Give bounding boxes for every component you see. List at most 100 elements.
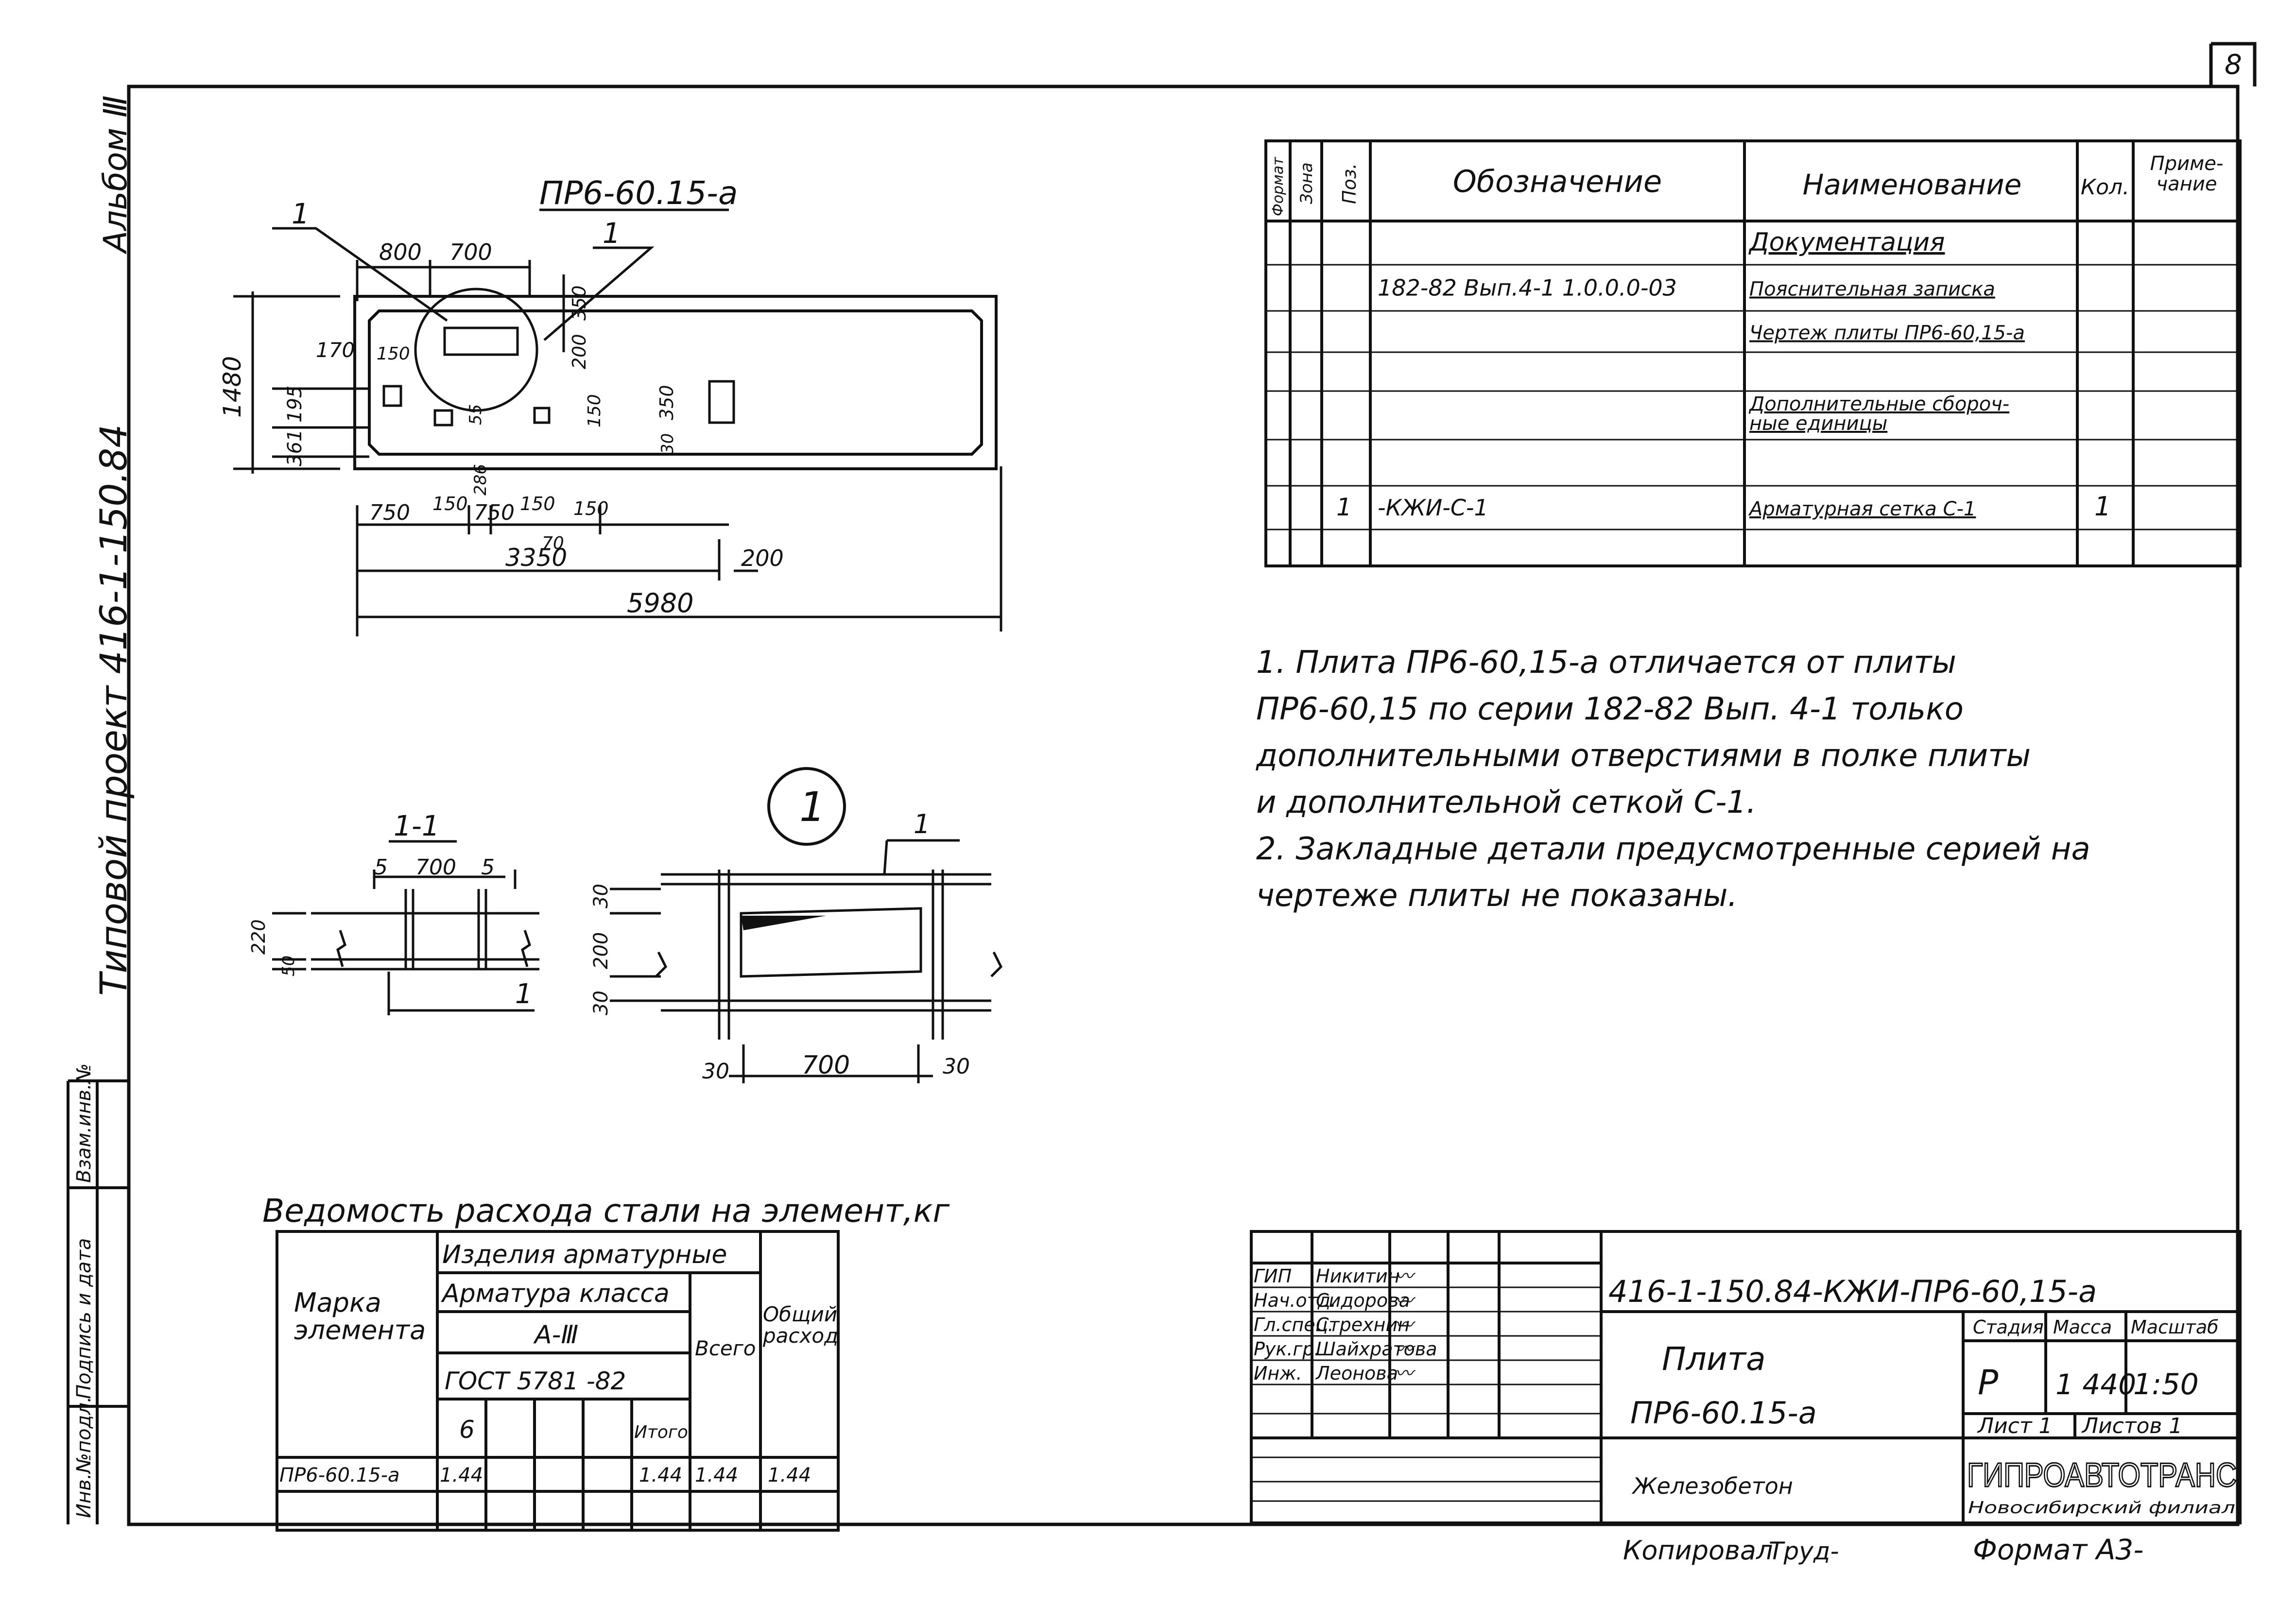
steel-h-class: Арматура класса <box>441 1279 670 1308</box>
project-label: Типовой проект 416-1-150.84 <box>92 424 135 996</box>
spec-h-format: Формат <box>1270 156 1287 216</box>
side-stamp: Альбом Ⅲ Типовой проект 416-1-150.84 Инв… <box>67 95 135 1524</box>
tb-h-mass: Масса <box>2053 1316 2112 1338</box>
dim-350: 350 <box>569 285 590 321</box>
tb-name-1: Плита <box>1662 1340 1766 1378</box>
dim-361: 361 <box>284 429 306 466</box>
tb-sheets: Листов 1 <box>2081 1414 2182 1438</box>
spec-row-name: Пояснительная записка <box>1749 278 1995 301</box>
tb-org-sub: Новосибирский филиал <box>1968 1498 2235 1518</box>
dim-286: 286 <box>471 464 490 495</box>
steel-h-products: Изделия арматурные <box>442 1240 727 1269</box>
tb-role: Рук.гр. <box>1254 1338 1320 1360</box>
dim-350-mid: 350 <box>656 385 677 420</box>
note-line: 2. Закладные детали предусмотренные сери… <box>1256 831 2090 867</box>
tb-code: 416-1-150.84-КЖИ-ПР6-60,15-а <box>1608 1274 2097 1309</box>
tb-role: Гл.спец. <box>1254 1314 1334 1335</box>
spec-h-qty: Кол. <box>2081 175 2129 200</box>
note-line: 1. Плита ПР6-60,15-а отличается от плиты <box>1256 645 1956 681</box>
note-line: ПР6-60,15 по серии 182-82 Вып. 4-1 тольк… <box>1256 691 1964 727</box>
spec-row-name: Чертеж плиты ПР6-60,15-а <box>1749 322 2025 344</box>
tb-h-stage: Стадия <box>1973 1316 2044 1338</box>
dim-55: 55 <box>466 404 485 425</box>
stamp-cell-inv: Инв.№подл. <box>73 1396 95 1518</box>
tb-signature: 〰 <box>1395 1363 1416 1384</box>
spec-h-note: Приме-чание <box>2150 153 2224 195</box>
tb-person-name: Шайхратова <box>1316 1338 1437 1360</box>
dim-750b: 750 <box>474 500 515 525</box>
tb-material: Железобетон <box>1631 1473 1793 1499</box>
tb-signature: 〰 <box>1395 1338 1416 1360</box>
dim-200: 200 <box>569 334 590 369</box>
spec-row-qty: 1 <box>2094 491 2111 522</box>
steel-row-total: 1.44 <box>695 1464 738 1486</box>
spec-row-name: Дополнительные сбороч-ные единицы <box>1748 393 2009 435</box>
tb-name-2: ПР6-60.15-а <box>1630 1395 1817 1431</box>
steel-h-gost: ГОСТ 5781 -82 <box>445 1367 626 1395</box>
steel-h-6: 6 <box>459 1416 475 1444</box>
spec-row-designation: -КЖИ-С-1 <box>1378 495 1488 521</box>
sheet-number: 8 <box>2225 49 2242 81</box>
tb-mass: 1 440 <box>2055 1368 2136 1401</box>
det-dim-30-right: 30 <box>943 1054 970 1079</box>
tb-signature: 〰 <box>1395 1314 1416 1335</box>
album-label: Альбом Ⅲ <box>97 95 134 255</box>
dim-150a: 150 <box>432 493 468 514</box>
detail-view: 1 1 30 200 30 30 700 30 <box>590 767 1003 1084</box>
dim-3350: 3350 <box>505 544 567 572</box>
dim-170: 170 <box>316 338 355 362</box>
sec-dim-5b: 5 <box>481 855 495 880</box>
tb-person-name: Сидорова <box>1316 1290 1410 1311</box>
tb-signature: 〰 <box>1395 1290 1416 1311</box>
tb-sheet: Лист 1 <box>1977 1414 2052 1438</box>
tb-h-scale: Масштаб <box>2131 1316 2219 1338</box>
note-line: и дополнительной сеткой С-1. <box>1256 785 1756 820</box>
steel-title: Ведомость расхода стали на элемент,кг <box>262 1192 949 1230</box>
dim-1480: 1480 <box>218 356 246 418</box>
dim-800: 800 <box>379 239 422 265</box>
tb-role: ГИП <box>1254 1265 1292 1287</box>
dim-200-b: 200 <box>741 545 784 571</box>
stamp-cell-sign: Подпись и дата <box>73 1238 95 1399</box>
dim-195: 195 <box>284 386 306 423</box>
spec-row-name: Документация <box>1748 228 1945 257</box>
tb-stage: Р <box>1978 1363 1999 1402</box>
sec-dim-50: 50 <box>279 956 298 976</box>
tb-role: Инж. <box>1254 1363 1302 1384</box>
format-label: Формат А3- <box>1973 1533 2143 1566</box>
spec-h-zone: Зона <box>1297 162 1316 204</box>
tb-person-name: Леонова <box>1315 1363 1398 1384</box>
tb-role: Нач.отд. <box>1254 1290 1336 1311</box>
steel-row-itogo: 1.44 <box>639 1464 682 1486</box>
steel-h-itogo: Итого <box>634 1422 688 1442</box>
spec-row-name: Арматурная сетка С-1 <box>1748 498 1976 520</box>
section-view: 1-1 5 700 5 220 50 1 <box>248 809 539 1015</box>
sec-dim-5a: 5 <box>374 855 388 880</box>
steel-row-overall: 1.44 <box>768 1464 811 1486</box>
note-line: дополнительными отверстиями в полке плит… <box>1256 738 2031 774</box>
det-dim-200: 200 <box>590 932 612 969</box>
tb-person-name: Стрехнин <box>1316 1314 1410 1335</box>
detail-marker: 1 <box>799 783 825 831</box>
plan-title: ПР6-60.15-а <box>539 174 738 212</box>
dim-150-mid: 150 <box>585 394 604 427</box>
plan-leader-1a: 1 <box>292 197 310 230</box>
steel-h-total: Всего <box>695 1336 756 1360</box>
sec-leader-1: 1 <box>515 978 533 1010</box>
det-dim-30-bot: 30 <box>590 991 612 1015</box>
sheet-frame <box>127 42 2257 1526</box>
dim-5980: 5980 <box>627 588 693 618</box>
dim-30-mid: 30 <box>658 433 677 454</box>
det-dim-30-top: 30 <box>590 884 612 908</box>
spec-row-designation: 182-82 Вып.4-1 1.0.0.0-03 <box>1378 275 1677 301</box>
dim-150b: 150 <box>520 493 555 514</box>
steel-row-v6: 1.44 <box>440 1464 483 1486</box>
spec-h-designation: Обозначение <box>1453 164 1662 199</box>
note-line: чертеже плиты не показаны. <box>1256 878 1738 914</box>
tb-person-name: Никитин <box>1316 1265 1400 1287</box>
